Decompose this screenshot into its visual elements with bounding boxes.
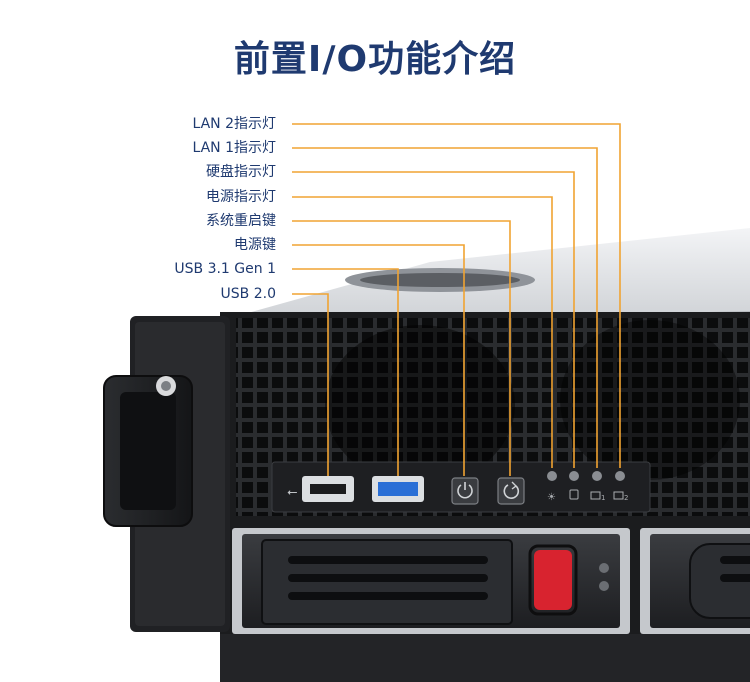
lan2-led: 2 [613,471,628,502]
leader-line-hdd [292,171,575,468]
usb3-port[interactable] [372,476,424,502]
usb-symbol-icon: ⭠ [287,485,297,500]
lan1-led: 1 [590,471,605,502]
drive-status-led [599,581,609,591]
leader-line-reset [292,220,511,476]
callout-label-usb3: USB 3.1 Gen 1 [174,261,276,277]
leader-line-power [292,244,465,476]
callout-label-usb2: USB 2.0 [220,286,276,302]
leader-line-usb2 [292,293,329,476]
svg-text:1: 1 [601,494,605,502]
callout-label-hdd: 硬盘指示灯 [206,164,276,180]
power-icon [457,484,473,499]
leader-line-power-led [292,196,553,468]
callout-label-reset: 系统重启键 [206,213,276,229]
usb2-port[interactable] [302,476,354,502]
reset-button[interactable] [497,477,525,505]
lan2-icon [613,491,624,500]
leader-line-usb3 [292,268,399,476]
lan1-icon [590,491,601,500]
reset-icon [503,484,520,499]
hdd-led [569,471,579,500]
power-led: ☀ [547,471,557,503]
leader-line-lan1 [292,147,598,468]
callout-label-lan1: LAN 1指示灯 [192,140,276,156]
drive-activity-led [599,563,609,573]
callout-label-power: 电源键 [234,237,276,253]
callout-label-power-led: 电源指示灯 [206,189,276,205]
power-button[interactable] [451,477,479,505]
callout-label-lan2: LAN 2指示灯 [192,116,276,132]
drive-latch-1[interactable] [534,550,572,610]
page-title: 前置I/O功能介绍 [233,39,517,80]
power-led-icon: ☀ [547,492,556,503]
svg-text:2: 2 [624,494,628,502]
leader-line-lan2 [292,123,621,468]
hdd-icon [569,489,579,500]
